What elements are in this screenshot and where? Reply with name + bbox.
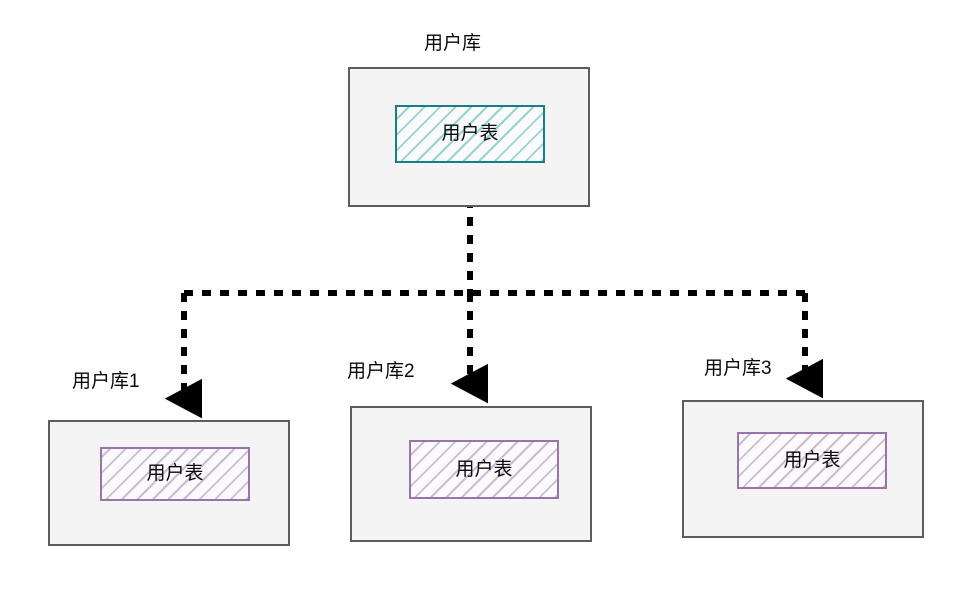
child-2-table-node[interactable]: 用户表 xyxy=(409,440,559,499)
child-1-table-label: 用户表 xyxy=(146,463,204,484)
parent-table-label: 用户表 xyxy=(441,123,499,144)
child-2-db-label: 用户库2 xyxy=(347,361,415,382)
child-1-table-node[interactable]: 用户表 xyxy=(100,447,250,501)
parent-table-node[interactable]: 用户表 xyxy=(395,105,545,163)
child-1-db-label: 用户库1 xyxy=(72,371,140,392)
hatch-pattern-icon xyxy=(739,434,885,487)
child-3-db-label: 用户库3 xyxy=(704,358,772,379)
hatch-pattern-icon xyxy=(102,449,248,499)
parent-db-label: 用户库 xyxy=(424,33,482,54)
child-3-table-label: 用户表 xyxy=(783,449,841,471)
child-3-table-node[interactable]: 用户表 xyxy=(737,432,887,489)
hatch-pattern-icon xyxy=(397,107,543,161)
child-2-table-label: 用户表 xyxy=(455,458,513,480)
hatch-pattern-icon xyxy=(411,442,557,497)
